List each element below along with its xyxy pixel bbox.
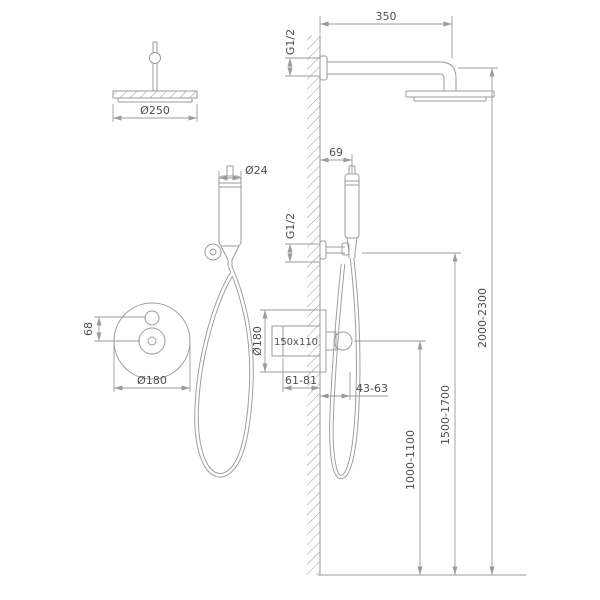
shower-arm-front — [152, 41, 158, 91]
arm-elbow-joint — [149, 52, 161, 64]
mixer-side: 150x110 — [271, 309, 353, 373]
hand-shower-cone-side — [346, 237, 358, 258]
side-view: 150x110 350 G1/2 69 G1/2 — [251, 10, 526, 576]
extension-lines — [260, 309, 321, 373]
dim-label-knob-spacing: 68 — [82, 322, 95, 336]
dim-height-mixer: 1000-1100 — [354, 340, 426, 575]
overhead-shower-front: Ø250 — [112, 41, 198, 122]
extension-lines — [94, 316, 146, 342]
dim-label-thread-top: G1/2 — [284, 29, 297, 55]
arm-wall-flange — [319, 55, 328, 81]
shower-head-disc-side — [405, 90, 495, 102]
holder-wall-plate — [319, 240, 327, 260]
dim-thread-top: G1/2 — [284, 29, 320, 77]
dim-label-depth-in-wall: 61-81 — [285, 374, 317, 387]
wall-and-floor-lines — [318, 35, 526, 576]
shower-arm-side — [327, 61, 457, 91]
hand-shower-cone-outlet — [220, 245, 240, 266]
dim-depth-trim: 43-63 — [320, 372, 388, 400]
extension-lines — [349, 372, 388, 400]
dim-label-arm-length: 350 — [376, 10, 397, 23]
wall-hatch — [307, 35, 320, 575]
hose-side-inner — [330, 257, 360, 479]
dim-height-arm: 2000-2300 — [458, 67, 498, 575]
dim-head-diameter: Ø250 — [112, 104, 198, 122]
dim-label-trim-diameter: Ø180 — [137, 374, 167, 387]
hand-shower-rings — [219, 182, 241, 188]
shower-head-disc-front — [112, 90, 198, 103]
holder-ring-outer — [204, 243, 222, 261]
trim-plate-side — [319, 309, 327, 373]
holder-ring-inner — [209, 248, 217, 256]
dim-label-height-hand-shower: 1500-1700 — [439, 385, 452, 445]
holder-clamp — [341, 242, 350, 256]
dim-label-trim-diameter-side: Ø180 — [251, 326, 264, 356]
dim-hand-diameter: Ø24 — [218, 164, 268, 184]
hand-shower-rings-side — [345, 180, 359, 186]
dim-label-holder-offset: 69 — [329, 146, 343, 159]
mixer-knob-center — [147, 336, 157, 346]
hand-shower-body-side — [344, 173, 360, 239]
dim-knob-spacing: 68 — [82, 316, 146, 342]
dim-thread-hand: G1/2 — [284, 213, 320, 263]
dim-trim-diameter-side: Ø180 — [251, 309, 321, 373]
front-views: Ø250 Ø24 — [82, 41, 268, 478]
hand-shower-front: Ø24 — [194, 164, 268, 478]
dim-depth-in-wall: 61-81 — [282, 358, 320, 392]
knob-stem — [325, 331, 337, 351]
mixer-front: 68 Ø180 — [82, 302, 191, 392]
dim-label-hand-diameter: Ø24 — [245, 164, 268, 177]
mixer-knob — [138, 327, 166, 355]
label-valve-box-size: 150x110 — [274, 337, 318, 348]
extension-lines — [113, 345, 191, 392]
dim-label-height-mixer: 1000-1100 — [404, 430, 417, 490]
overhead-shower-side — [319, 55, 495, 102]
diverter-knob — [144, 310, 160, 326]
hand-shower-nub — [226, 165, 234, 176]
dim-label-thread-hand: G1/2 — [284, 213, 297, 239]
extension-lines — [218, 171, 242, 184]
knob-side — [333, 331, 353, 351]
shower-head-hatch — [113, 91, 197, 98]
dim-label-depth-trim: 43-63 — [356, 382, 388, 395]
dim-label-height-arm: 2000-2300 — [476, 288, 489, 348]
dim-label-head-diameter: Ø250 — [140, 104, 170, 117]
hose-front-inner — [195, 265, 253, 477]
dim-arm-length: 350 — [319, 10, 453, 58]
dim-holder-offset: 69 — [320, 146, 353, 173]
dim-trim-diameter: Ø180 — [113, 345, 191, 392]
dim-height-hand-shower: 1500-1700 — [362, 252, 461, 575]
hand-shower-side — [319, 165, 361, 480]
